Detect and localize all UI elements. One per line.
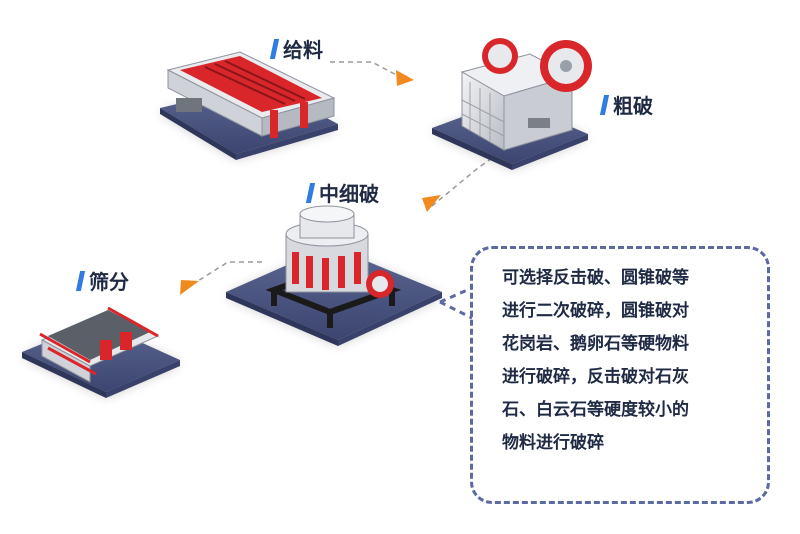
cone-crusher-machine: [226, 205, 442, 346]
jaw-crusher-machine: [432, 38, 592, 170]
step-label-feed: 给料: [269, 34, 323, 63]
arrow-feed-to-coarse: [396, 70, 414, 86]
arrow-medium-to-screen: [180, 280, 199, 295]
step-label-text: 中细破: [319, 182, 379, 206]
callout-line: 花岗岩、鹅卵石等硬物料: [502, 334, 689, 354]
label-bar-icon: [305, 182, 316, 203]
callout-line: 石、白云石等硬度较小的: [502, 400, 689, 420]
callout-line: 进行二次破碎，圆锥破对: [502, 301, 689, 321]
feeder-machine: [160, 51, 338, 160]
callout-line: 进行破碎，反击破对石灰: [502, 367, 689, 387]
step-label-coarse: 粗破: [599, 90, 653, 119]
callout-line: 可选择反击破、圆锥破等: [502, 268, 689, 288]
label-bar-icon: [75, 270, 86, 291]
arrow-coarse-to-medium: [422, 195, 441, 212]
callout-box: [470, 246, 770, 504]
step-label-medium-fine: 中细破: [305, 178, 379, 207]
flow-connectors: [180, 61, 493, 295]
callout-line: 物料进行破碎: [502, 433, 604, 453]
callout-text: 可选择反击破、圆锥破等 进行二次破碎，圆锥破对 花岗岩、鹅卵石等硬物料 进行破碎…: [502, 262, 762, 460]
step-label-text: 粗破: [613, 94, 653, 118]
step-label-screening: 筛分: [75, 266, 129, 295]
label-bar-icon: [599, 94, 610, 115]
label-bar-icon: [269, 38, 280, 59]
vibrating-screen-machine: [22, 306, 180, 398]
step-label-text: 筛分: [89, 270, 129, 294]
step-label-text: 给料: [283, 38, 323, 62]
